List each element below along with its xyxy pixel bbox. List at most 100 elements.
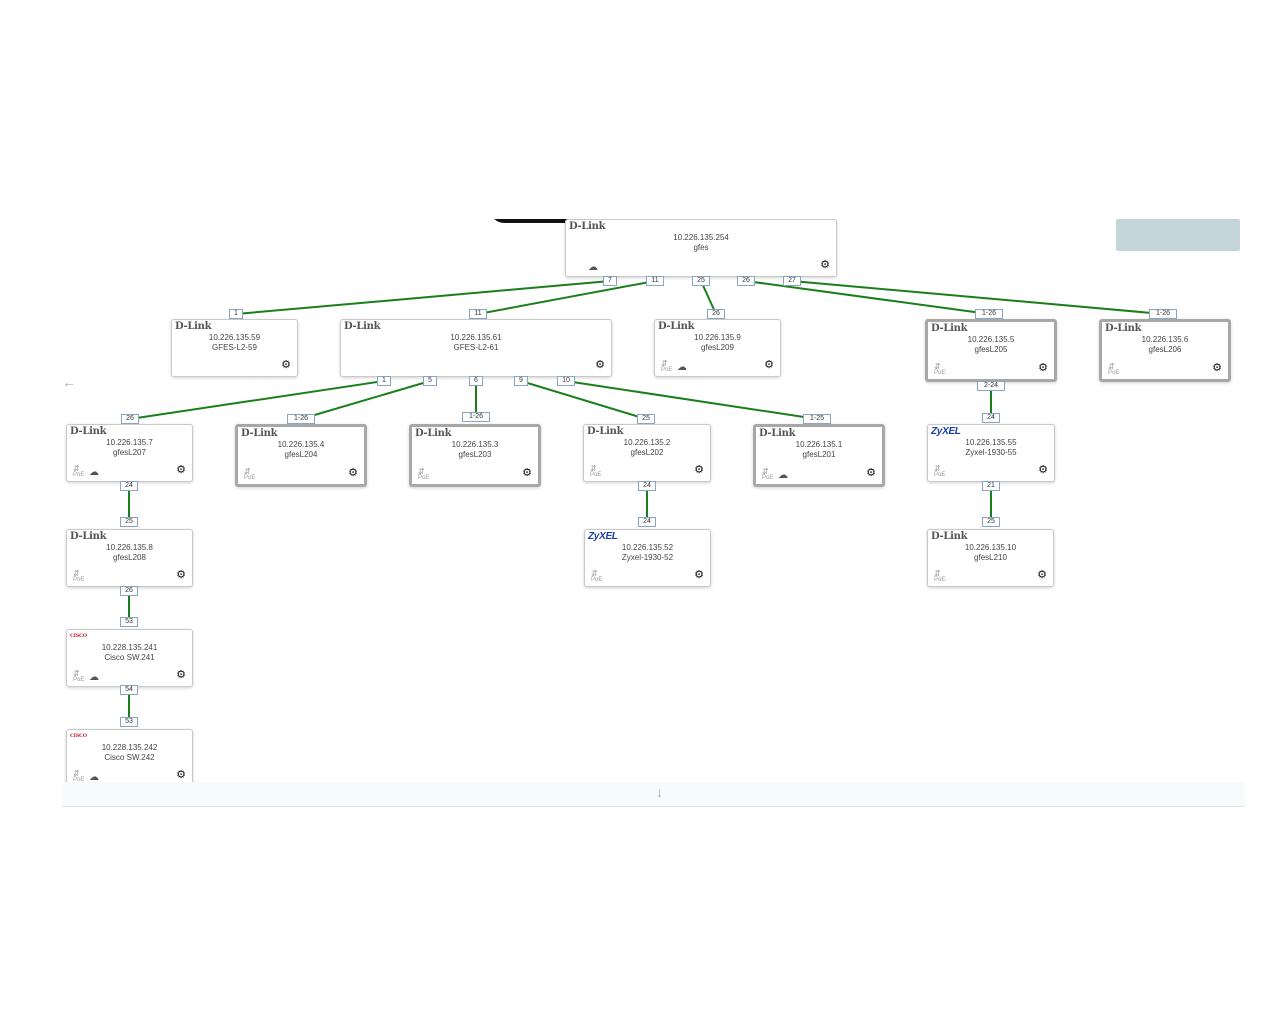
poe-icon: PoE: [591, 570, 602, 583]
device-name: Zyxel-1930-55: [965, 448, 1017, 457]
scroll-down-icon[interactable]: ↓: [656, 784, 663, 800]
device-name: gfesL208: [113, 553, 146, 562]
port-label[interactable]: 2-24: [977, 381, 1005, 391]
port-label[interactable]: 1-26: [462, 412, 490, 422]
port-label[interactable]: 26: [707, 309, 725, 319]
link-line[interactable]: [565, 380, 818, 420]
port-label[interactable]: 24: [982, 413, 1000, 423]
poe-icon: PoE: [73, 570, 84, 583]
device-brand-logo: D-Link: [569, 221, 606, 232]
port-label[interactable]: 9: [514, 376, 528, 386]
side-panel: [1116, 219, 1240, 251]
port-label[interactable]: 7: [603, 276, 617, 286]
port-label[interactable]: 11: [646, 276, 664, 286]
gear-icon[interactable]: ⚙: [764, 359, 774, 371]
link-icon: ☁: [588, 262, 598, 273]
link-line[interactable]: [745, 280, 990, 315]
gear-icon[interactable]: ⚙: [348, 467, 358, 479]
gear-icon[interactable]: ⚙: [176, 669, 186, 681]
port-label[interactable]: 24: [120, 481, 138, 491]
device-name: gfesL205: [974, 345, 1008, 354]
port-label[interactable]: 1: [377, 376, 391, 386]
gear-icon[interactable]: ⚙: [1212, 362, 1222, 374]
link-line[interactable]: [791, 280, 1164, 315]
device-ip: 10.226.135.55: [965, 438, 1017, 447]
link-line[interactable]: [520, 380, 647, 420]
gear-icon[interactable]: ⚙: [694, 569, 704, 581]
port-label[interactable]: 21: [982, 481, 1000, 491]
port-label[interactable]: 1: [229, 309, 243, 319]
link-line[interactable]: [129, 380, 385, 420]
gear-icon[interactable]: ⚙: [1038, 464, 1048, 476]
poe-icon: PoE: [73, 465, 84, 478]
poe-icon: PoE: [661, 360, 672, 373]
gear-icon[interactable]: ⚙: [176, 769, 186, 781]
port-label[interactable]: 26: [120, 586, 138, 596]
link-line[interactable]: [700, 280, 717, 315]
port-label[interactable]: 53: [120, 717, 138, 727]
poe-icon: PoE: [762, 468, 773, 481]
gear-icon[interactable]: ⚙: [176, 569, 186, 581]
poe-icon: PoE: [418, 468, 429, 481]
link-line[interactable]: [477, 280, 656, 315]
gear-icon[interactable]: ⚙: [176, 464, 186, 476]
port-label[interactable]: 6: [469, 376, 483, 386]
gear-icon[interactable]: ⚙: [1038, 362, 1048, 374]
port-label[interactable]: 24: [638, 517, 656, 527]
port-label[interactable]: 10: [557, 376, 575, 386]
port-label[interactable]: 54: [120, 685, 138, 695]
port-label[interactable]: 25: [637, 414, 655, 424]
gear-icon[interactable]: ⚙: [820, 259, 830, 271]
poe-icon: PoE: [1108, 363, 1119, 376]
link-icon: ☁: [89, 772, 99, 783]
link-line[interactable]: [300, 380, 431, 420]
gear-icon[interactable]: ⚙: [595, 359, 605, 371]
link-line[interactable]: [235, 280, 611, 315]
gear-icon[interactable]: ⚙: [694, 464, 704, 476]
port-label[interactable]: 24: [638, 481, 656, 491]
device-name: GFES-L2-61: [453, 343, 499, 352]
port-label[interactable]: 53: [120, 617, 138, 627]
port-label[interactable]: 5: [423, 376, 437, 386]
gear-icon[interactable]: ⚙: [1037, 569, 1047, 581]
port-label[interactable]: 25: [692, 276, 710, 286]
port-label[interactable]: 1-26: [287, 414, 315, 424]
port-label[interactable]: 26: [737, 276, 755, 286]
device-ip: 10.226.135.254: [673, 233, 729, 242]
device-brand-logo: D-Link: [344, 321, 381, 332]
port-label[interactable]: 25: [982, 517, 1000, 527]
port-label[interactable]: 1-26: [1149, 309, 1177, 319]
gear-icon[interactable]: ⚙: [866, 467, 876, 479]
gear-icon[interactable]: ⚙: [281, 359, 291, 371]
port-label[interactable]: 25: [120, 517, 138, 527]
port-label[interactable]: 11: [469, 309, 487, 319]
port-label[interactable]: 27: [783, 276, 801, 286]
port-label[interactable]: 26: [121, 414, 139, 424]
port-label[interactable]: 1-25: [803, 414, 831, 424]
scroll-left-icon[interactable]: ←: [62, 374, 76, 390]
port-label[interactable]: 1-26: [975, 309, 1003, 319]
gear-icon[interactable]: ⚙: [522, 467, 532, 479]
